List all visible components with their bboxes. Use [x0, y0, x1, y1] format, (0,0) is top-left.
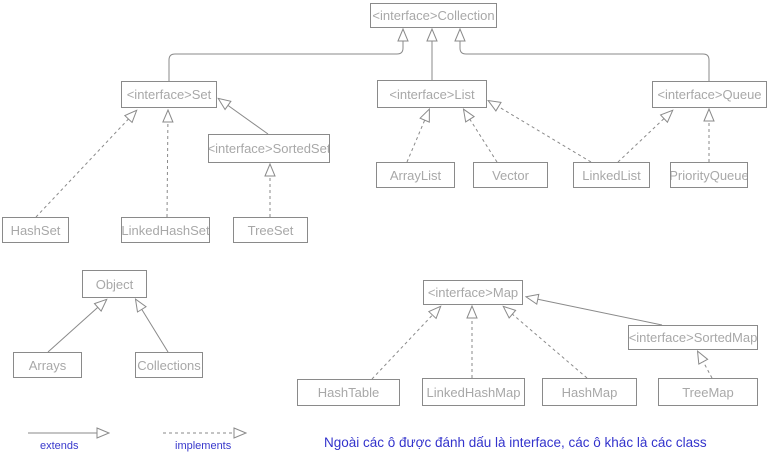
- edge-hashset-implements-set: [35, 111, 136, 218]
- edge-vector-implements-list: [464, 110, 498, 163]
- edge-sortedset-extends-set: [219, 99, 269, 135]
- node-collections: Collections: [135, 352, 203, 378]
- edge-queue-extends-collection: [460, 30, 710, 81]
- edge-linkedlist-implements-list: [489, 101, 592, 163]
- node-arrays: Arrays: [13, 352, 82, 378]
- node-list: <interface>List: [377, 80, 487, 108]
- edge-set-extends-collection: [168, 30, 403, 81]
- node-map: <interface>Map: [423, 280, 523, 305]
- node-collection: <interface>Collection: [370, 3, 497, 28]
- node-hashset: HashSet: [2, 217, 69, 243]
- node-linkedhashmap: LinkedHashMap: [422, 378, 525, 406]
- node-vector: Vector: [473, 162, 548, 188]
- edge-arrays-extends-object: [47, 300, 106, 353]
- edge-collections-extends-object: [136, 300, 169, 353]
- node-hashmap: HashMap: [542, 378, 637, 406]
- edge-linkedlist-implements-queue: [617, 111, 672, 163]
- node-linkedlist: LinkedList: [573, 162, 650, 188]
- edge-hashtable-implements-map: [371, 307, 440, 380]
- edge-treemap-implements-sortedmap: [698, 352, 713, 379]
- edge-linkedhashset-implements-set: [167, 111, 168, 218]
- node-queue: <interface>Queue: [652, 81, 767, 108]
- node-treemap: TreeMap: [658, 378, 758, 406]
- edge-hashmap-implements-map: [504, 307, 588, 379]
- legend-extends-label: extends: [40, 440, 79, 452]
- diagram-note: Ngoài các ô được đánh dấu là interface, …: [324, 435, 707, 450]
- edge-arraylist-implements-list: [406, 110, 429, 163]
- node-priorityqueue: PriorityQueue: [670, 162, 748, 188]
- node-object: Object: [82, 270, 147, 298]
- node-sortedset: <interface>SortedSet: [208, 134, 330, 163]
- node-hashtable: HashTable: [297, 379, 400, 406]
- node-arraylist: ArrayList: [376, 162, 455, 188]
- node-treeset: TreeSet: [233, 217, 308, 243]
- node-set: <interface>Set: [121, 81, 217, 108]
- node-sortedmap: <interface>SortedMap: [628, 325, 758, 350]
- legend-implements-label: implements: [175, 440, 232, 452]
- node-linkedhashset: LinkedHashSet: [121, 217, 210, 243]
- edge-sortedmap-extends-map: [527, 297, 663, 326]
